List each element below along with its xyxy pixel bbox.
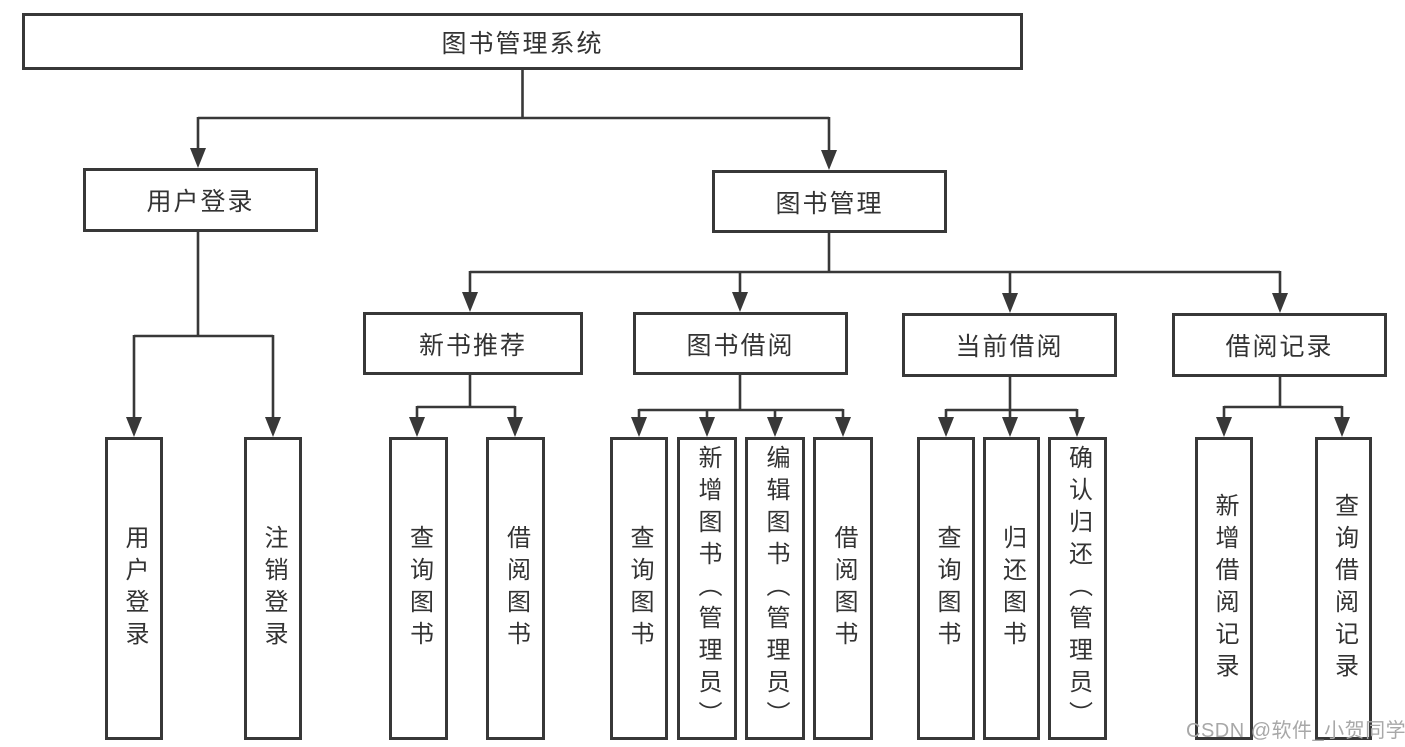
leaf-confirm-return-admin-label: 确认归还（管理员） [1064, 444, 1092, 733]
leaf-edit-book-admin: 编辑图书（管理员） [745, 437, 805, 740]
leaf-borrow-book-recommend: 借阅图书 [486, 437, 545, 740]
node-root-label: 图书管理系统 [441, 29, 604, 58]
leaf-query-borrow-record: 查询借阅记录 [1315, 437, 1372, 740]
leaf-add-book-admin: 新增图书（管理员） [677, 437, 737, 740]
leaf-edit-book-admin-label: 编辑图书（管理员） [762, 444, 789, 733]
leaf-user-login-label: 用户登录 [121, 524, 148, 653]
leaf-query-book-current: 查询图书 [917, 437, 975, 740]
node-borrow-records: 借阅记录 [1172, 313, 1387, 377]
leaf-query-book-recommend: 查询图书 [389, 437, 448, 740]
leaf-return-book: 归还图书 [983, 437, 1040, 740]
node-current-borrow-label: 当前借阅 [955, 333, 1064, 361]
leaf-borrow-book-recommend-label: 借阅图书 [502, 524, 530, 653]
leaf-user-login: 用户登录 [105, 437, 163, 740]
node-book-management: 图书管理 [712, 170, 947, 233]
node-book-management-label: 图书管理 [775, 189, 884, 218]
node-new-book-recommend-label: 新书推荐 [418, 331, 527, 360]
node-book-borrow: 图书借阅 [633, 312, 848, 375]
csdn-watermark: CSDN @软件_小贺同学 [1186, 720, 1405, 742]
node-new-book-recommend: 新书推荐 [363, 312, 583, 375]
leaf-logout-label: 注销登录 [260, 524, 287, 653]
leaf-add-borrow-record-label: 新增借阅记录 [1211, 492, 1238, 685]
leaf-add-book-admin-label: 新增图书（管理员） [694, 444, 721, 733]
leaf-borrow-book-label: 借阅图书 [830, 524, 857, 653]
node-book-borrow-label: 图书借阅 [686, 331, 795, 360]
leaf-return-book-label: 归还图书 [998, 524, 1026, 653]
node-borrow-records-label: 借阅记录 [1225, 333, 1334, 361]
leaf-confirm-return-admin: 确认归还（管理员） [1048, 437, 1107, 740]
leaf-query-book-current-label: 查询图书 [933, 524, 960, 653]
node-current-borrow: 当前借阅 [902, 313, 1117, 377]
leaf-query-book-borrow-label: 查询图书 [626, 524, 653, 653]
leaf-query-book-borrow: 查询图书 [610, 437, 668, 740]
node-user-login-label: 用户登录 [146, 188, 255, 216]
leaf-query-borrow-record-label: 查询借阅记录 [1330, 492, 1358, 685]
leaf-add-borrow-record: 新增借阅记录 [1195, 437, 1253, 740]
leaf-borrow-book: 借阅图书 [813, 437, 873, 740]
node-user-login: 用户登录 [83, 168, 318, 232]
leaf-query-book-recommend-label: 查询图书 [405, 524, 433, 653]
node-root: 图书管理系统 [22, 13, 1023, 70]
leaf-logout: 注销登录 [244, 437, 302, 740]
